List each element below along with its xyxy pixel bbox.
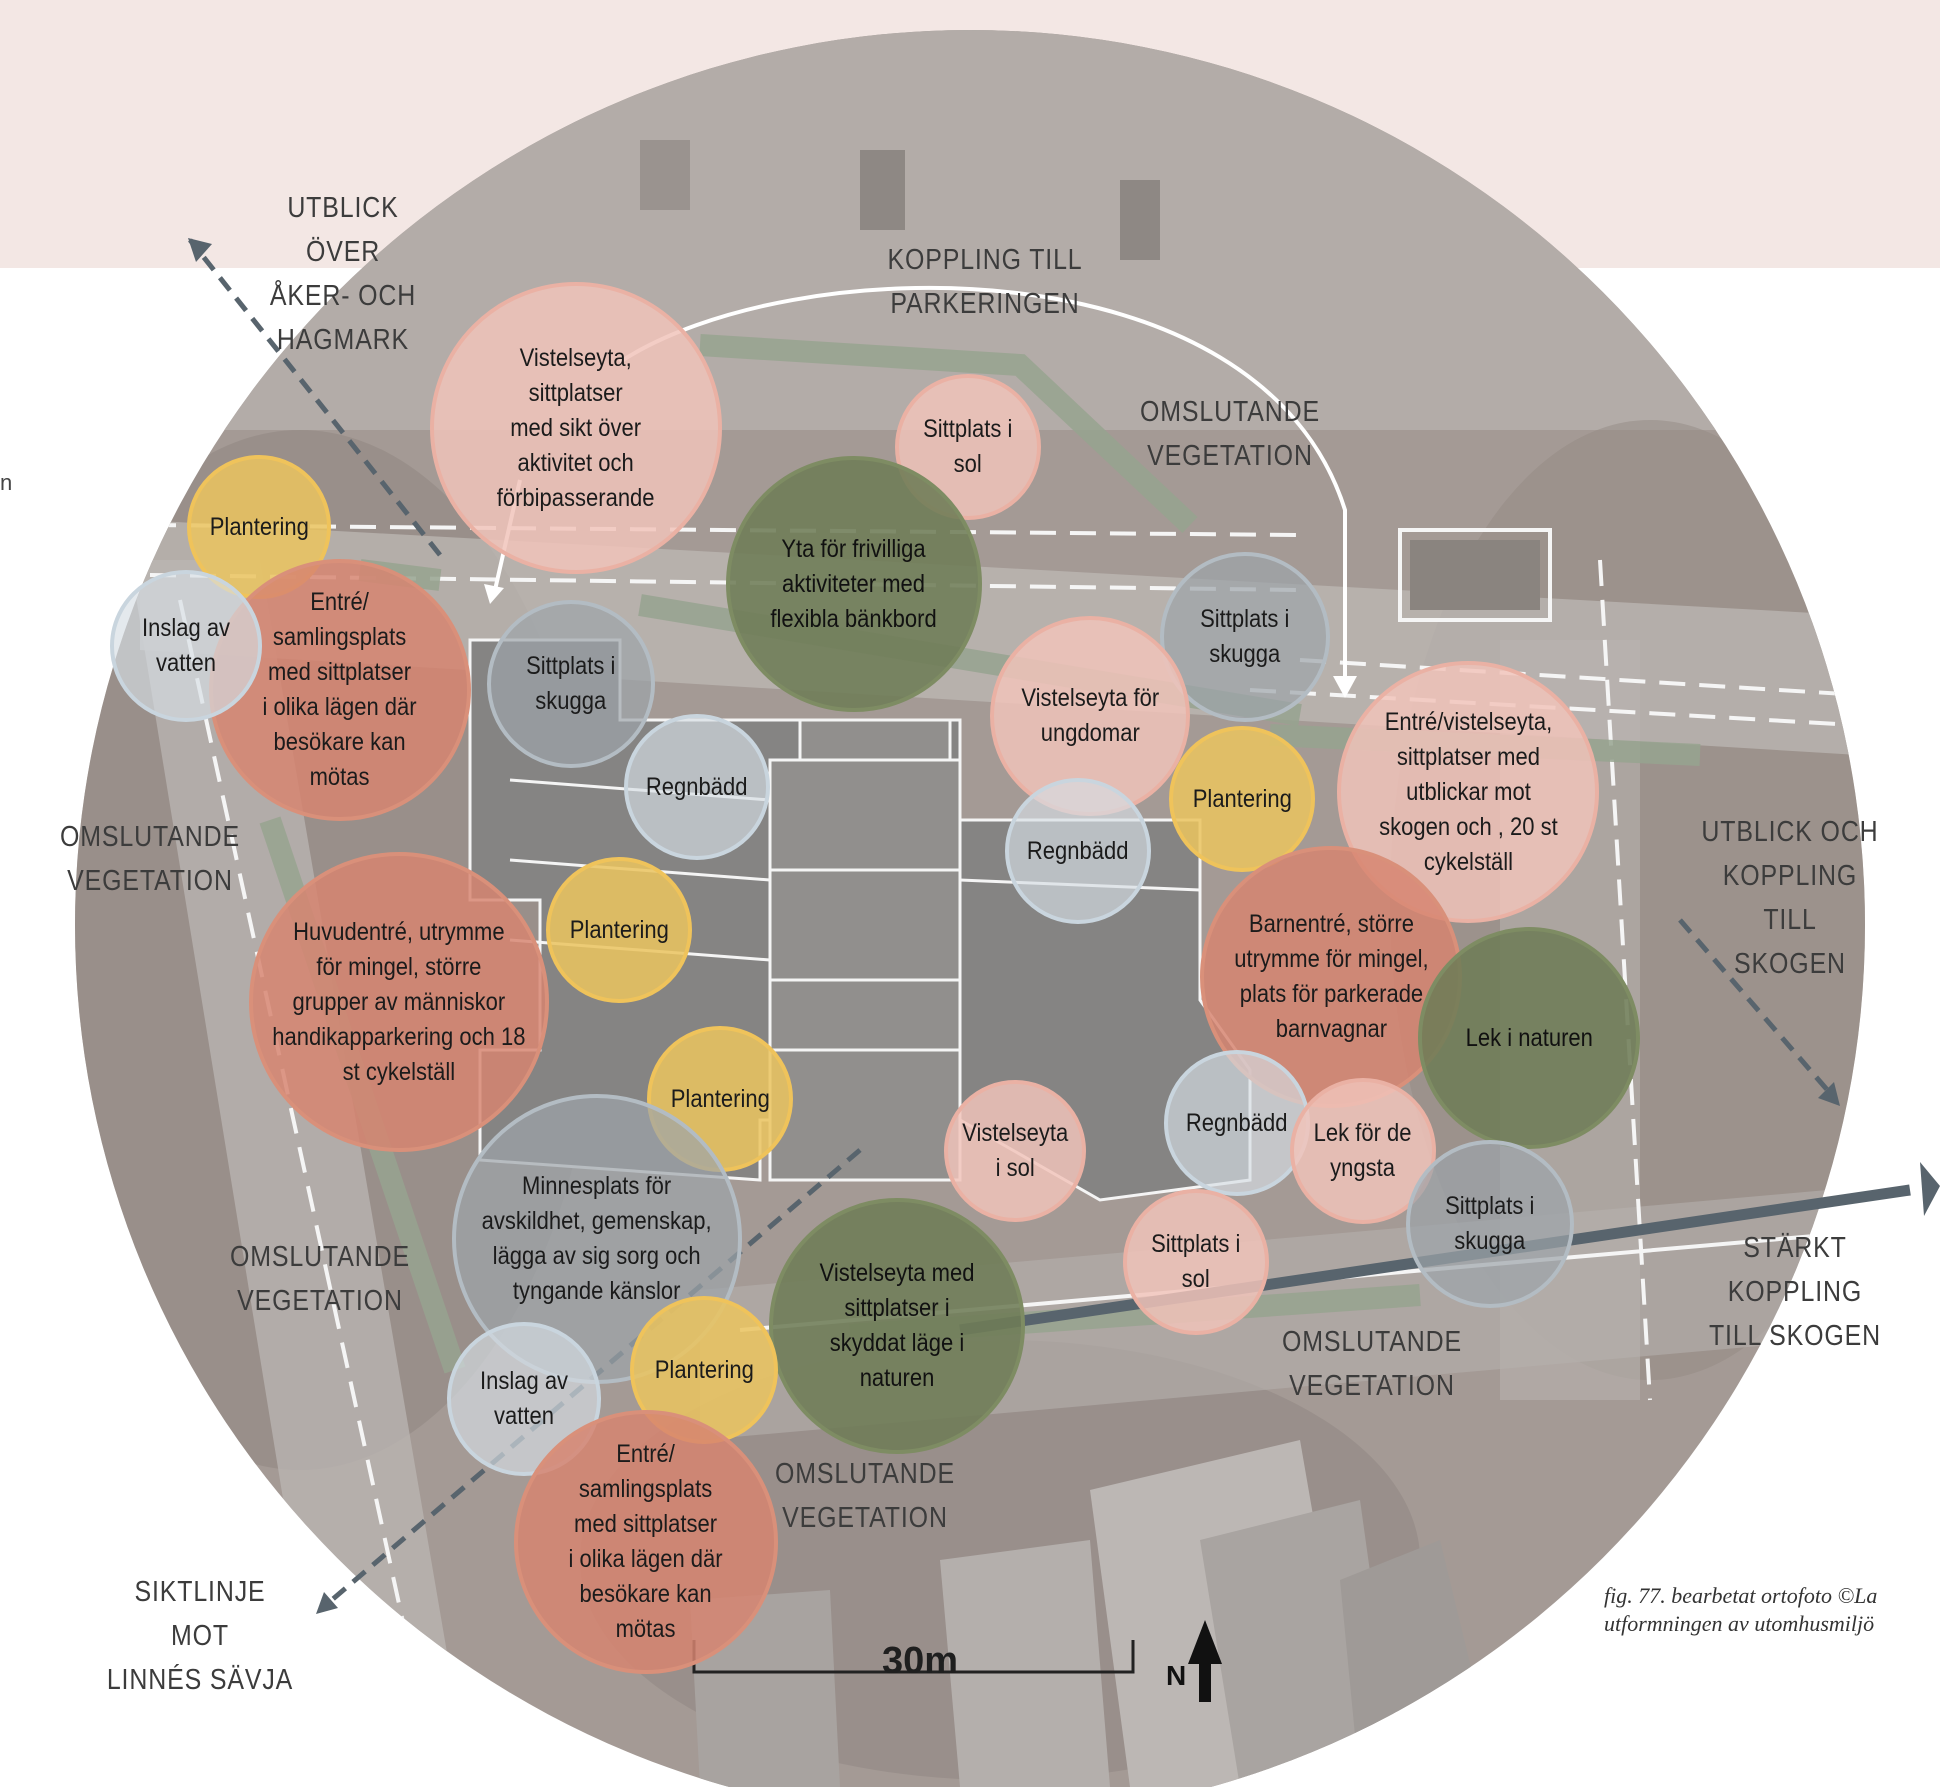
zone-vistelseyta-sikt: Vistelseyta, sittplatser med sikt över a… bbox=[430, 282, 722, 574]
figure-caption: fig. 77. bearbetat ortofoto ©La utformni… bbox=[1604, 1583, 1878, 1636]
label-koppling-parkering: KOPPLING TILL PARKERINGEN bbox=[887, 244, 1083, 320]
zone-minnesplats: Minnesplats för avskildhet, gemenskap, l… bbox=[452, 1094, 742, 1384]
zone-vistelseyta-ungdomar: Vistelseyta för ungdomar bbox=[990, 616, 1190, 816]
zone-sittplats-skugga-se: Sittplats i skugga bbox=[1406, 1140, 1574, 1308]
zone-entre-samlingsplats-nw: Entré/ samlingsplats med sittplatser i o… bbox=[209, 559, 471, 821]
label-starkt-koppling: STÄRKT KOPPLING TILL SKOGEN bbox=[1708, 1232, 1882, 1352]
label-omslutande-vegetation-ne: OMSLUTANDE VEGETATION bbox=[1140, 396, 1320, 472]
zone-sittplats-skugga-w: Sittplats i skugga bbox=[487, 600, 655, 768]
north-arrow-icon bbox=[1188, 1620, 1222, 1702]
zone-regnbadd-w: Regnbädd bbox=[624, 714, 770, 860]
zone-vistelseyta-skyddat: Vistelseyta med sittplatser i skyddat lä… bbox=[769, 1198, 1025, 1454]
zone-sittplats-sol-s: Sittplats i sol bbox=[1123, 1189, 1269, 1335]
scale-label: 30m bbox=[881, 1640, 959, 1682]
zone-inslag-vatten-nw: Inslag av vatten bbox=[110, 570, 262, 722]
zone-regnbadd-se: Regnbädd bbox=[1164, 1050, 1310, 1196]
zone-plantering-w: Plantering bbox=[546, 857, 692, 1003]
label-omslutande-vegetation-se: OMSLUTANDE VEGETATION bbox=[1282, 1326, 1462, 1402]
north-label: N bbox=[1166, 1660, 1187, 1691]
zone-regnbadd-center: Regnbädd bbox=[1005, 778, 1151, 924]
label-omslutande-vegetation-sw: OMSLUTANDE VEGETATION bbox=[230, 1241, 410, 1317]
label-utblick-aker: UTBLICK ÖVER ÅKER- OCH HAGMARK bbox=[269, 192, 417, 356]
zone-lek-naturen: Lek i naturen bbox=[1418, 927, 1640, 1149]
edge-fragment-text: n bbox=[0, 470, 13, 495]
zone-entre-samlingsplats-sw: Entré/ samlingsplats med sittplatser i o… bbox=[514, 1410, 778, 1674]
label-omslutande-vegetation-s: OMSLUTANDE VEGETATION bbox=[775, 1458, 955, 1534]
zone-huvudentre: Huvudentré, utrymme för mingel, större g… bbox=[249, 852, 549, 1152]
zone-sittplats-skugga-ne: Sittplats i skugga bbox=[1160, 552, 1330, 722]
zone-frivilliga-aktiviteter: Yta för frivilliga aktiviteter med flexi… bbox=[726, 456, 982, 712]
label-utblick-skogen: UTBLICK OCH KOPPLING TILL SKOGEN bbox=[1701, 816, 1879, 980]
zone-vistelseyta-sol: Vistelseyta i sol bbox=[944, 1080, 1086, 1222]
zone-plantering-ne: Plantering bbox=[1169, 726, 1315, 872]
label-siktlinje: SIKTLINJE MOT LINNÉS SÄVJA bbox=[106, 1576, 294, 1696]
label-omslutande-vegetation-w: OMSLUTANDE VEGETATION bbox=[60, 821, 240, 897]
